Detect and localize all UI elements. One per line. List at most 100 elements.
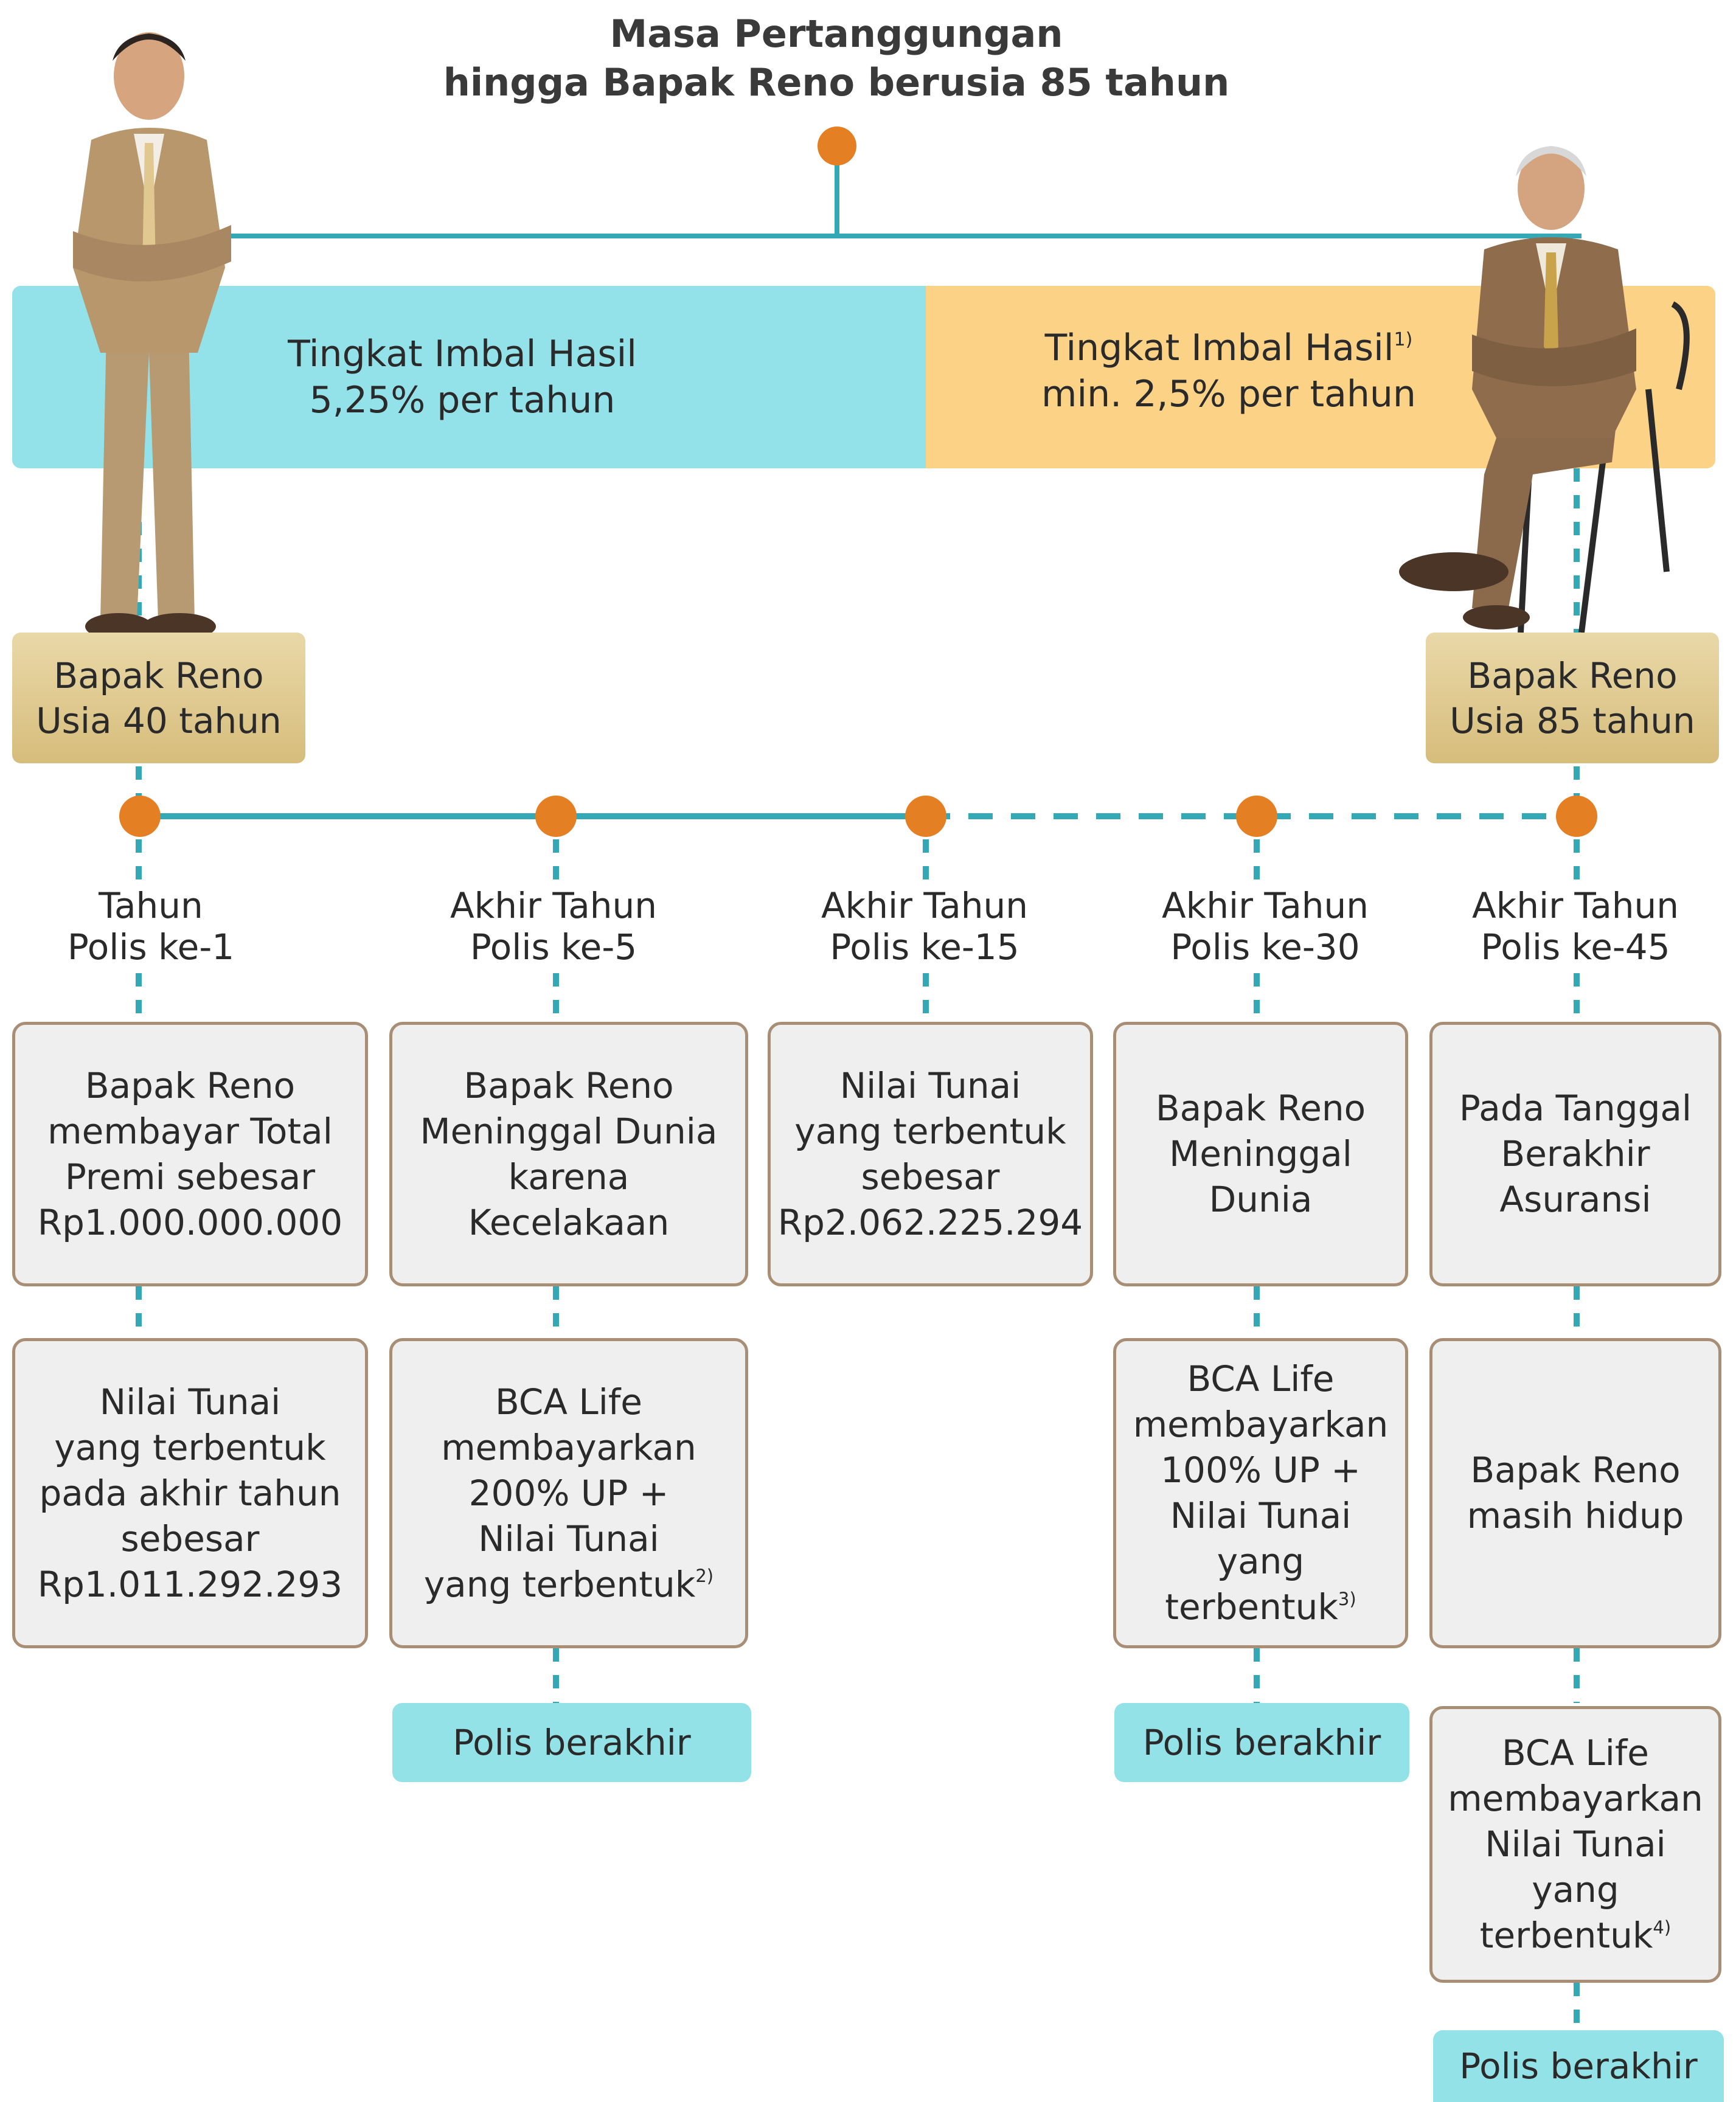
milestone-label-line2: Polis ke-45 (1481, 926, 1670, 968)
outcome-line-last: terbentuk3) (1165, 1584, 1356, 1630)
milestone-dot-30 (1236, 796, 1277, 837)
outcome-line-last: terbentuk4) (1480, 1913, 1671, 1958)
milestone-dot-15 (905, 796, 946, 837)
outcome-line: yang (1532, 1869, 1619, 1910)
person-label-age-85: Bapak Reno Usia 85 tahun (1426, 633, 1719, 763)
coverage-title-line1: Masa Pertanggungan (609, 12, 1063, 56)
outcome-line: sebesar (120, 1518, 260, 1559)
outcome-line: Rp1.011.292.293 (37, 1563, 343, 1605)
event-box-maturity: Pada Tanggal Berakhir Asuransi (1429, 1022, 1721, 1286)
milestone-year-45: Akhir Tahun Polis ke-45 (1448, 885, 1703, 968)
milestone-dot-45 (1556, 796, 1597, 837)
event-line: Dunia (1209, 1179, 1313, 1220)
milestone-year-5: Akhir Tahun Polis ke-5 (426, 885, 681, 968)
event-line: Rp1.000.000.000 (37, 1201, 343, 1243)
outcome-box-cash-value-1: Nilai Tunai yang terbentuk pada akhir ta… (12, 1338, 368, 1648)
milestone-label-line1: Akhir Tahun (450, 885, 658, 926)
milestone-year-30: Akhir Tahun Polis ke-30 (1137, 885, 1393, 968)
outcome-last-text: yang terbentuk (423, 1563, 696, 1605)
milestone-dot-1 (119, 796, 161, 837)
rate-minimum-value: min. 2,5% per tahun (1041, 373, 1416, 415)
outcome-line: Bapak Reno (1470, 1449, 1681, 1491)
outcome-line: yang terbentuk (54, 1426, 326, 1468)
milestone-label-line1: Akhir Tahun (1161, 885, 1369, 926)
event-box-death: Bapak Reno Meninggal Dunia (1113, 1022, 1408, 1286)
footnote-4: 4) (1653, 1916, 1672, 1938)
milestone-label-line2: Polis ke-5 (470, 926, 637, 968)
outcome-line: membayarkan (441, 1426, 696, 1468)
coverage-dot (818, 127, 856, 165)
outcome-line: Nilai Tunai (99, 1381, 281, 1423)
outcome-box-100-up: BCA Life membayarkan 100% UP + Nilai Tun… (1113, 1338, 1408, 1648)
outcome-box-alive: Bapak Reno masih hidup (1429, 1338, 1721, 1648)
person-start-age: Usia 40 tahun (36, 699, 282, 741)
outcome-line: membayarkan (1133, 1404, 1389, 1445)
event-line: Pada Tanggal (1459, 1087, 1692, 1129)
rate-minimum-label: Tingkat Imbal Hasil (1044, 327, 1394, 369)
rate-guaranteed-value: 5,25% per tahun (309, 379, 616, 421)
event-line: Kecelakaan (468, 1201, 670, 1243)
outcome-line: BCA Life (495, 1381, 642, 1423)
young-man-figure (73, 32, 231, 640)
event-line: karena (508, 1156, 630, 1198)
outcome-line: pada akhir tahun (39, 1472, 341, 1514)
footnote-3: 3) (1338, 1588, 1356, 1609)
outcome-line-last: yang terbentuk2) (424, 1562, 713, 1608)
event-line: yang terbentuk (794, 1110, 1066, 1152)
policy-ended-badge-5: Polis berakhir (392, 1703, 751, 1782)
rate-guaranteed-label: Tingkat Imbal Hasil (288, 333, 637, 375)
event-line: membayar Total (47, 1110, 333, 1152)
event-line: Berakhir (1501, 1133, 1650, 1174)
event-line: Bapak Reno (1155, 1087, 1366, 1129)
milestone-label-line1: Tahun (99, 885, 203, 926)
milestone-label-line2: Polis ke-30 (1170, 926, 1360, 968)
person-end-age: Usia 85 tahun (1450, 699, 1695, 741)
outcome-line: membayarkan (1448, 1778, 1703, 1819)
outcome-last-text: terbentuk (1165, 1586, 1338, 1628)
event-line: Bapak Reno (464, 1064, 674, 1106)
milestone-year-15: Akhir Tahun Polis ke-15 (797, 885, 1052, 968)
event-box-accident-death: Bapak Reno Meninggal Dunia karena Kecela… (389, 1022, 748, 1286)
outcome-line: masih hidup (1467, 1495, 1684, 1536)
outcome-line: BCA Life (1187, 1358, 1335, 1400)
outcome-box-maturity-payout: BCA Life membayarkan Nilai Tunai yang te… (1429, 1706, 1721, 1983)
outcome-last-text: terbentuk (1479, 1915, 1653, 1956)
milestone-dot-5 (535, 796, 577, 837)
rate-guaranteed-text: Tingkat Imbal Hasil 5,25% per tahun (213, 286, 712, 468)
coverage-title-line2: hingga Bapak Reno berusia 85 tahun (443, 60, 1230, 105)
rate-minimum-label-line: Tingkat Imbal Hasil1) (1045, 325, 1413, 371)
outcome-box-200-up: BCA Life membayarkan 200% UP + Nilai Tun… (389, 1338, 748, 1648)
event-box-cash-value-15: Nilai Tunai yang terbentuk sebesar Rp2.0… (768, 1022, 1093, 1286)
event-line: Meninggal Dunia (420, 1110, 718, 1152)
person-start-name: Bapak Reno (54, 654, 264, 696)
milestone-label-line2: Polis ke-15 (830, 926, 1019, 968)
outcome-line: yang (1217, 1541, 1305, 1582)
outcome-line: Nilai Tunai (1170, 1495, 1352, 1536)
coverage-title: Masa Pertanggungan hingga Bapak Reno ber… (0, 10, 1673, 107)
milestone-label-line1: Akhir Tahun (1471, 885, 1679, 926)
elderly-man-figure (1399, 146, 1690, 633)
event-line: sebesar (861, 1156, 1000, 1198)
milestone-label-line1: Akhir Tahun (821, 885, 1029, 926)
outcome-line: BCA Life (1502, 1732, 1649, 1774)
outcome-line: 100% UP + (1161, 1449, 1361, 1491)
event-line: Bapak Reno (85, 1064, 296, 1106)
event-line: Nilai Tunai (839, 1064, 1021, 1106)
rate-minimum-text: Tingkat Imbal Hasil1) min. 2,5% per tahu… (985, 280, 1472, 462)
outcome-line: Nilai Tunai (1485, 1823, 1666, 1865)
event-line: Asuransi (1499, 1179, 1651, 1220)
person-end-name: Bapak Reno (1467, 654, 1678, 696)
event-line: Rp2.062.225.294 (777, 1201, 1083, 1243)
policy-ended-badge-30: Polis berakhir (1114, 1703, 1409, 1782)
policy-ended-badge-45: Polis berakhir (1433, 2030, 1724, 2102)
event-line: Meninggal (1169, 1133, 1352, 1174)
outcome-line: Nilai Tunai (478, 1518, 659, 1559)
event-line: Premi sebesar (64, 1156, 316, 1198)
person-label-age-40: Bapak Reno Usia 40 tahun (12, 633, 305, 763)
milestone-year-1: Tahun Polis ke-1 (29, 885, 273, 968)
event-box-premium: Bapak Reno membayar Total Premi sebesar … (12, 1022, 368, 1286)
milestone-label-line2: Polis ke-1 (67, 926, 235, 968)
footnote-1: 1) (1394, 329, 1413, 350)
outcome-line: 200% UP + (468, 1472, 669, 1514)
